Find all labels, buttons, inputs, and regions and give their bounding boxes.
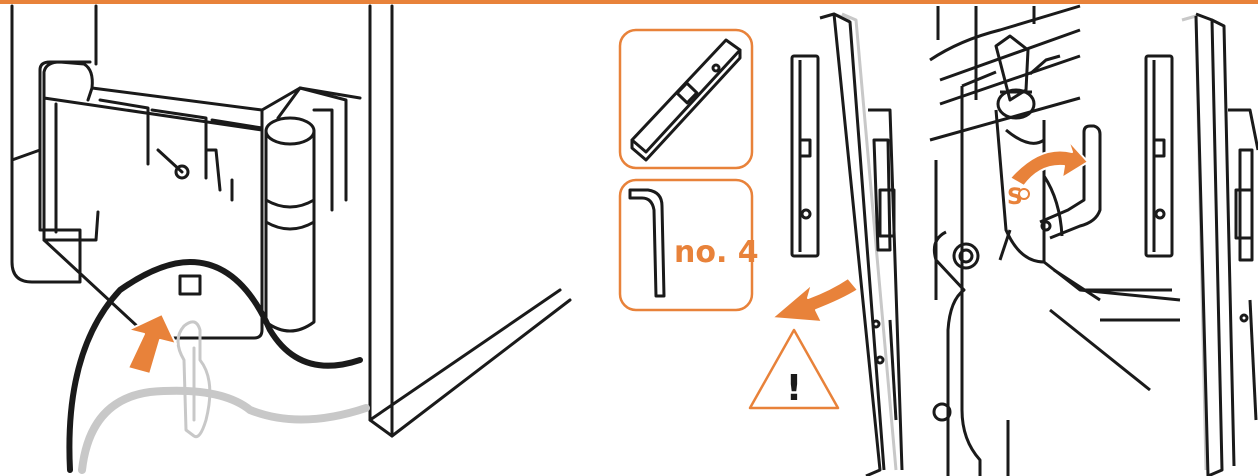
hex-key-size-label: no. 4 bbox=[674, 235, 759, 270]
screw-hole bbox=[1018, 188, 1030, 200]
hex-key-icon bbox=[628, 188, 666, 298]
warning-symbol: ! bbox=[786, 368, 802, 409]
spirit-level-icon bbox=[630, 38, 742, 162]
top-accent-rule bbox=[0, 0, 1258, 4]
tilt-arrow-icon bbox=[771, 277, 859, 323]
warning-triangle-icon: ! bbox=[748, 328, 840, 410]
spirit-level-icon bbox=[1144, 54, 1174, 258]
level-result-panel bbox=[1144, 12, 1258, 476]
tool-box-hex-key: no. 4 bbox=[618, 178, 759, 312]
tool-box-level bbox=[618, 28, 754, 170]
cable-clip-icon bbox=[176, 320, 212, 439]
adjust-screw-panel bbox=[929, 4, 1181, 476]
spirit-level-icon bbox=[790, 54, 820, 258]
tilt-warning-panel bbox=[790, 12, 904, 476]
rotate-arrow-icon bbox=[1009, 139, 1089, 187]
cable-routing-panel bbox=[10, 4, 572, 438]
cable-grey bbox=[78, 386, 370, 474]
up-arrow-icon bbox=[127, 313, 177, 375]
tools-panel: no. 4 bbox=[618, 28, 759, 312]
cable-black bbox=[66, 259, 363, 473]
